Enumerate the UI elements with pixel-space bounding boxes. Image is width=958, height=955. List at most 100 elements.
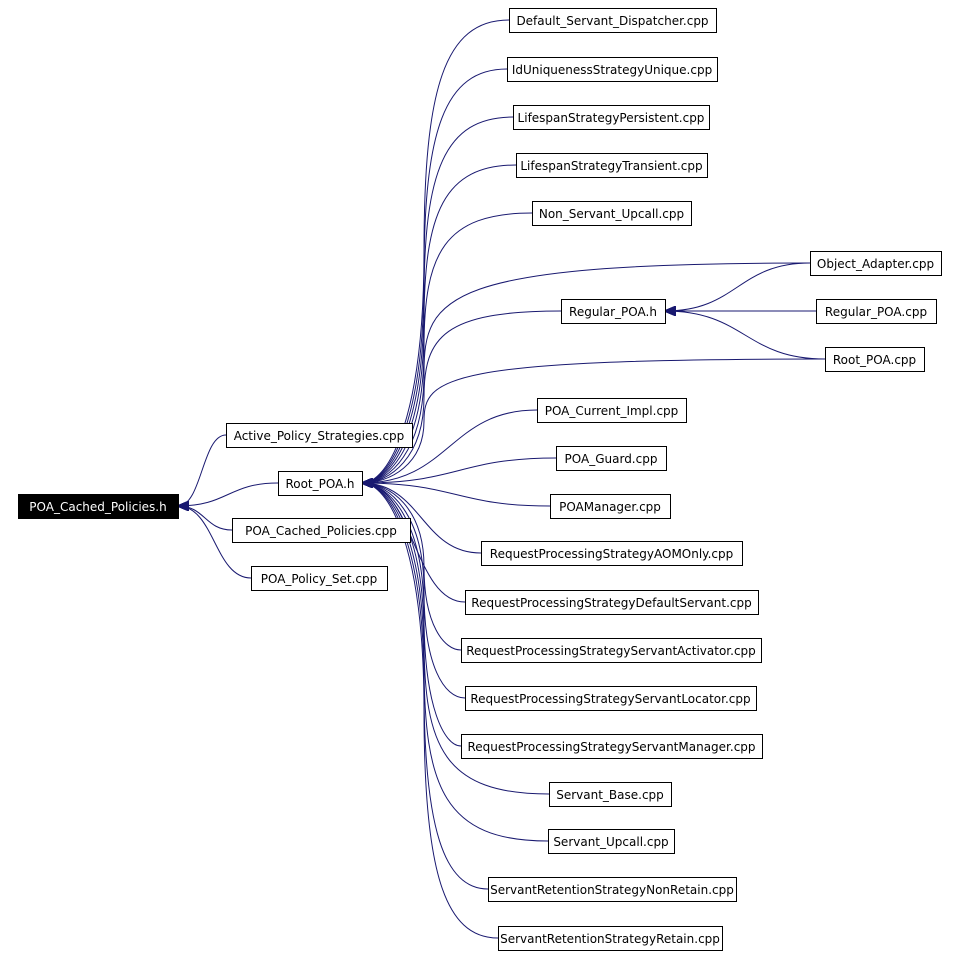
- node-label: POA_Current_Impl.cpp: [545, 404, 679, 418]
- file-node[interactable]: RequestProcessingStrategyServantManager.…: [461, 734, 763, 759]
- node-box: [810, 251, 942, 276]
- node-box: [509, 8, 717, 33]
- node-box: [507, 57, 718, 82]
- node-box: [278, 471, 363, 496]
- node-layer: POA_Cached_Policies.h Active_Policy_Strat…: [18, 8, 942, 951]
- node-box: [251, 566, 388, 591]
- node-box: [18, 494, 179, 519]
- dependency-edge: [362, 457, 557, 483]
- file-node[interactable]: RequestProcessingStrategyAOMOnly.cpp: [481, 541, 743, 566]
- file-node[interactable]: Regular_POA.cpp: [816, 299, 937, 324]
- root-node: POA_Cached_Policies.h: [18, 494, 179, 519]
- file-node[interactable]: POA_Policy_Set.cpp: [251, 566, 388, 591]
- file-node[interactable]: POA_Current_Impl.cpp: [537, 398, 687, 423]
- node-label: Default_Servant_Dispatcher.cpp: [516, 14, 708, 28]
- node-label: Object_Adapter.cpp: [817, 257, 934, 271]
- node-box: [232, 518, 411, 543]
- dependency-edge: [362, 262, 811, 483]
- node-box: [513, 105, 710, 130]
- node-box: [465, 590, 759, 615]
- node-label: RequestProcessingStrategyServantLocator.…: [470, 692, 750, 706]
- file-node[interactable]: Servant_Upcall.cpp: [548, 829, 675, 854]
- node-box: [548, 829, 675, 854]
- file-node[interactable]: Default_Servant_Dispatcher.cpp: [509, 8, 717, 33]
- node-label: Root_POA.cpp: [833, 353, 916, 367]
- file-node[interactable]: ServantRetentionStrategyNonRetain.cpp: [488, 877, 737, 902]
- node-label: POA_Cached_Policies.cpp: [245, 524, 397, 538]
- node-box: [550, 494, 671, 519]
- file-node[interactable]: Regular_POA.h: [561, 299, 666, 324]
- node-label: ServantRetentionStrategyNonRetain.cpp: [490, 883, 734, 897]
- file-node[interactable]: Non_Servant_Upcall.cpp: [532, 201, 692, 226]
- node-label: Non_Servant_Upcall.cpp: [539, 207, 684, 221]
- node-box: [481, 541, 743, 566]
- dependency-edge: [362, 164, 517, 483]
- dependency-edge: [362, 483, 482, 554]
- file-node[interactable]: RequestProcessingStrategyServantActivato…: [461, 638, 762, 663]
- dependency-edge: [362, 212, 533, 483]
- node-label: RequestProcessingStrategyAOMOnly.cpp: [490, 547, 733, 561]
- node-box: [549, 782, 672, 807]
- file-node[interactable]: IdUniquenessStrategyUnique.cpp: [507, 57, 718, 82]
- node-label: Servant_Upcall.cpp: [553, 835, 668, 849]
- node-box: [488, 877, 737, 902]
- dependency-edge: [178, 506, 252, 579]
- dependency-edge: [178, 506, 233, 531]
- edge-layer: [178, 19, 826, 939]
- node-box: [532, 201, 692, 226]
- dependency-edge: [362, 483, 462, 651]
- node-label: RequestProcessingStrategyServantManager.…: [467, 740, 755, 754]
- node-label: Root_POA.h: [285, 477, 354, 491]
- node-box: [461, 734, 763, 759]
- file-node[interactable]: RequestProcessingStrategyServantLocator.…: [465, 686, 757, 711]
- file-node[interactable]: Object_Adapter.cpp: [810, 251, 942, 276]
- dependency-edge: [362, 483, 499, 939]
- node-box: [516, 153, 708, 178]
- node-label: POA_Policy_Set.cpp: [261, 572, 378, 586]
- file-node[interactable]: POAManager.cpp: [550, 494, 671, 519]
- node-box: [556, 446, 667, 471]
- node-label: Servant_Base.cpp: [556, 788, 664, 802]
- file-node[interactable]: Servant_Base.cpp: [549, 782, 672, 807]
- file-node[interactable]: RequestProcessingStrategyDefaultServant.…: [465, 590, 759, 615]
- node-label: LifespanStrategyTransient.cpp: [520, 159, 702, 173]
- dependency-edge: [362, 483, 551, 507]
- file-node[interactable]: POA_Guard.cpp: [556, 446, 667, 471]
- dependency-edge: [362, 483, 466, 699]
- node-box: [465, 686, 757, 711]
- node-label: POA_Cached_Policies.h: [29, 500, 166, 514]
- dependency-edge: [665, 311, 826, 360]
- node-box: [498, 926, 723, 951]
- file-node[interactable]: Root_POA.h: [278, 471, 363, 496]
- file-node[interactable]: Root_POA.cpp: [825, 347, 925, 372]
- file-node[interactable]: Active_Policy_Strategies.cpp: [226, 423, 413, 448]
- node-box: [816, 299, 937, 324]
- dependency-edge: [178, 482, 279, 506]
- file-node[interactable]: POA_Cached_Policies.cpp: [232, 518, 411, 543]
- node-box: [537, 398, 687, 423]
- node-label: RequestProcessingStrategyServantActivato…: [466, 644, 756, 658]
- node-label: Active_Policy_Strategies.cpp: [234, 429, 405, 443]
- node-label: POAManager.cpp: [559, 500, 661, 514]
- node-box: [461, 638, 762, 663]
- file-node[interactable]: LifespanStrategyPersistent.cpp: [513, 105, 710, 130]
- dependency-edge: [665, 262, 811, 311]
- node-box: [825, 347, 925, 372]
- node-label: IdUniquenessStrategyUnique.cpp: [512, 63, 712, 77]
- node-label: Regular_POA.cpp: [825, 305, 927, 319]
- node-box: [561, 299, 666, 324]
- dependency-edge: [178, 434, 227, 506]
- dependency-edge: [362, 358, 826, 483]
- dependency-edge: [362, 483, 462, 747]
- node-label: Regular_POA.h: [569, 305, 657, 319]
- node-box: [226, 423, 413, 448]
- file-node[interactable]: LifespanStrategyTransient.cpp: [516, 153, 708, 178]
- dependency-edge: [362, 310, 562, 483]
- node-label: LifespanStrategyPersistent.cpp: [518, 111, 705, 125]
- node-label: POA_Guard.cpp: [565, 452, 658, 466]
- dependency-edge: [362, 19, 510, 483]
- file-node[interactable]: ServantRetentionStrategyRetain.cpp: [498, 926, 723, 951]
- node-label: RequestProcessingStrategyDefaultServant.…: [471, 596, 751, 610]
- dependency-edge: [362, 409, 538, 483]
